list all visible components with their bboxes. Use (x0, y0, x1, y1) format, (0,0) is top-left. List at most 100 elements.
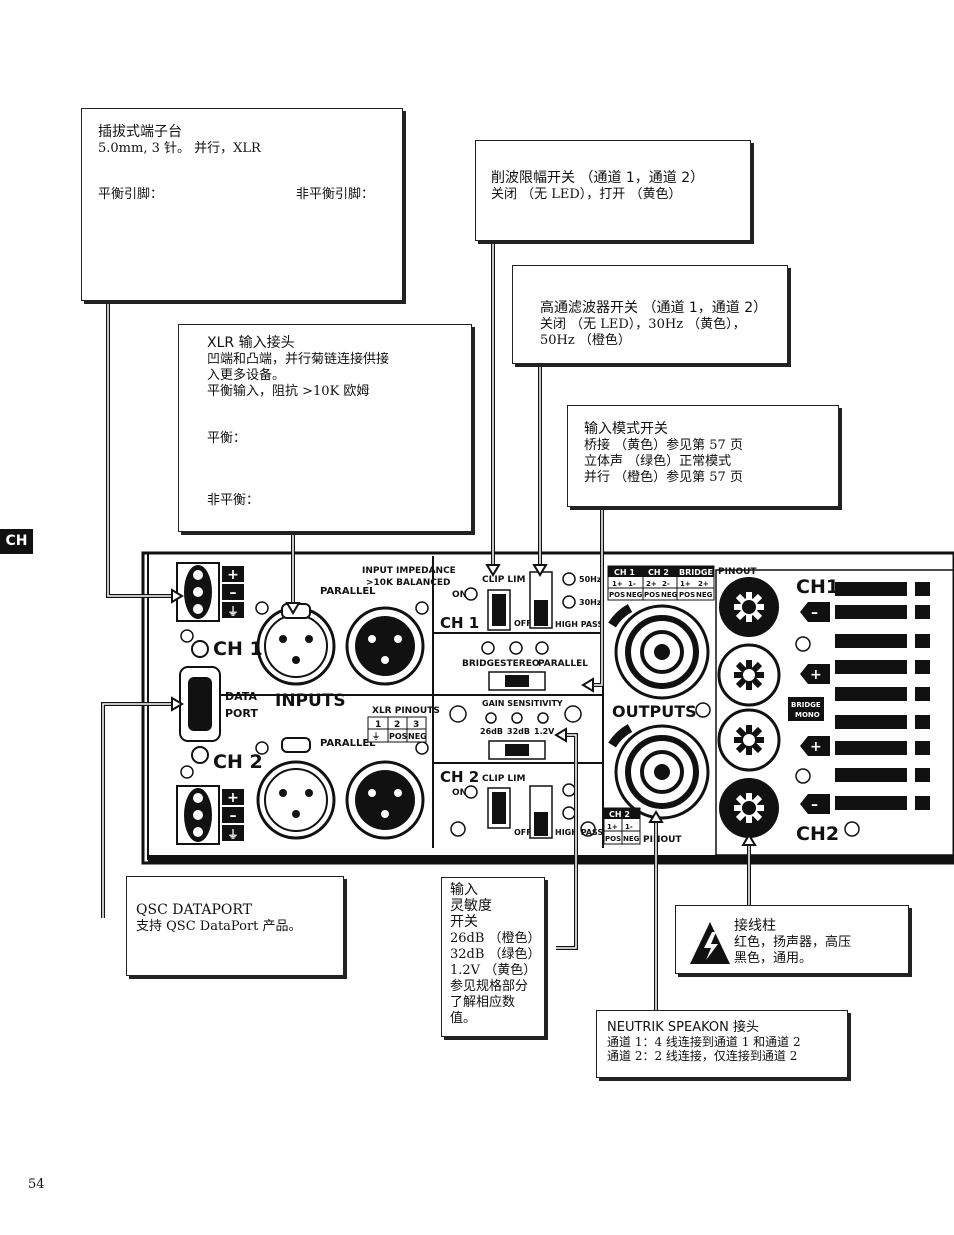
speakon-pinout-table: CH 1 CH 2 BRIDGE 1+ 1- 2+ 2- 1+ 2+ POS N… (607, 565, 757, 601)
sens-line4: 参见规格部分 (450, 979, 529, 994)
mode-line2: 立体声 （绿色）正常模式 (584, 454, 732, 469)
callout-dataport: QSC DATAPORT 支持 QSC DataPort 产品。 (126, 876, 344, 976)
leader-lines-inner (102, 240, 750, 1012)
svg-text:2-: 2- (662, 580, 670, 588)
polarity-tags (800, 582, 930, 814)
warning-icon (690, 922, 730, 964)
sens-title-1: 输入 (450, 882, 478, 898)
svg-text:1: 1 (375, 720, 381, 730)
switch-highpass-1[interactable] (529, 571, 553, 629)
label-on-1: ON (452, 590, 467, 600)
sens-line1: 26dB （橙色） (450, 931, 541, 946)
binding-title: 接线柱 (734, 918, 776, 934)
svg-text:+: + (227, 567, 239, 583)
page-number: 54 (28, 1177, 45, 1192)
callout-terminal-block: 插拔式端子台 5.0mm, 3 针。 并行，XLR 平衡引脚： 非平衡引脚： (81, 108, 403, 301)
clip-line1: 关闭 （无 LED），打开 （黄色） (491, 187, 682, 202)
mode-leds (481, 641, 549, 655)
label-ch1-right: CH1 (796, 576, 839, 598)
callout-binding-posts: 接线柱 红色，扬声器，高压 黑色，通用。 (675, 905, 909, 974)
switch-highpass-2[interactable] (529, 785, 553, 839)
sens-line3: 1.2V （黄色） (450, 963, 537, 978)
label-ch1-controls: CH 1 (440, 614, 479, 632)
svg-text:⏚: ⏚ (228, 828, 239, 841)
sens-title-3: 开关 (450, 914, 478, 930)
sens-line2: 32dB （绿色） (450, 947, 541, 962)
svg-text:POS: POS (389, 732, 408, 741)
mode-line3: 并行 （橙色）参见第 57 页 (584, 470, 743, 485)
svg-text:–: – (811, 797, 818, 813)
dataport-line1: 支持 QSC DataPort 产品。 (136, 919, 302, 934)
label-ch2-right: CH2 (796, 823, 839, 845)
switch-gain-sensitivity[interactable] (488, 740, 546, 760)
terminal-title: 插拔式端子台 (98, 124, 182, 140)
terminal-line1: 5.0mm, 3 针。 并行，XLR (98, 141, 261, 156)
xlr-female-ch1[interactable] (256, 603, 336, 686)
label-ch1: CH 1 (213, 638, 263, 660)
label-highpass-1: HIGH PASS (555, 620, 603, 629)
xlr-male-ch1[interactable] (345, 606, 425, 686)
terminal-balanced-label: 平衡引脚： (98, 187, 164, 202)
binding-posts[interactable] (717, 577, 781, 838)
callout-gain-sensitivity: 输入 灵敏度 开关 26dB （橙色） 32dB （绿色） 1.2V （黄色） … (441, 877, 545, 1037)
xlr-male-ch2[interactable] (345, 760, 425, 840)
svg-text:POS: POS (679, 591, 695, 599)
led-clip-2 (464, 785, 478, 799)
label-32db: 32dB (507, 727, 530, 736)
mode-line1: 桥接 （黄色）参见第 57 页 (584, 438, 743, 453)
svg-text:1+: 1+ (680, 580, 691, 588)
svg-text:NEG: NEG (623, 835, 640, 843)
svg-text:1-: 1- (625, 823, 633, 831)
gain-leds (485, 712, 549, 724)
terminal-block-ch2[interactable]: + – ⏚ (176, 785, 244, 845)
label-off-1: OFF (514, 619, 532, 628)
xlr-line3: 平衡输入，阻抗 >10K 欧姆 (207, 384, 370, 399)
svg-text:CH 2: CH 2 (609, 810, 630, 819)
xlr-pinout-table: 1 2 3 ⏚ POS NEG (367, 716, 427, 743)
callout-highpass: 高通滤波器开关 （通道 1，通道 2） 关闭 （无 LED），30Hz （黄色）… (512, 265, 788, 364)
dataport-title: QSC DATAPORT (136, 902, 253, 918)
svg-text:1+: 1+ (607, 823, 618, 831)
svg-text:NEG: NEG (696, 591, 713, 599)
switch-clip-1[interactable] (487, 589, 511, 631)
callout-speakon: NEUTRIK SPEAKON 接头 通道 1：4 线连接到通道 1 和通道 2… (596, 1010, 848, 1078)
label-30hz-1: 30Hz (579, 598, 602, 607)
terminal-block-ch1[interactable]: + – ⏚ (176, 562, 244, 622)
speakon-ch1[interactable] (608, 604, 710, 700)
xlr-unbalanced-label: 非平衡： (207, 493, 260, 508)
label-clip-lim-2: CLIP LIM (482, 774, 526, 784)
speakon-pinout-table-ch2: CH 2 1+ 1- POS NEG PINOUT (603, 807, 682, 845)
svg-text:2+: 2+ (646, 580, 657, 588)
svg-text:MONO: MONO (795, 711, 820, 719)
switch-input-mode[interactable] (488, 671, 546, 691)
label-outputs: OUTPUTS (612, 702, 697, 721)
xlr-line2: 入更多设备。 (207, 368, 286, 383)
svg-text:2+: 2+ (698, 580, 709, 588)
svg-text:CH 2: CH 2 (648, 568, 669, 577)
xlr-balanced-label: 平衡： (207, 431, 247, 446)
led-30hz-1 (562, 595, 576, 609)
label-clip-lim-1: CLIP LIM (482, 575, 526, 585)
label-ch2-controls: CH 2 (440, 768, 479, 786)
svg-text:POS: POS (609, 591, 625, 599)
led-50hz-2 (562, 783, 576, 797)
callout-clip-limiter: 削波限幅开关 （通道 1，通道 2） 关闭 （无 LED），打开 （黄色） (475, 140, 751, 241)
label-50hz-1: 50Hz (579, 575, 602, 584)
svg-text:PINOUT: PINOUT (643, 835, 682, 845)
switch-clip-2[interactable] (487, 787, 511, 829)
svg-text:+: + (227, 790, 239, 806)
speakon-line1: 通道 1：4 线连接到通道 1 和通道 2 (607, 1035, 801, 1049)
label-parallel-2: PARALLEL (320, 738, 376, 749)
xlr-female-ch2[interactable] (256, 737, 336, 840)
leader-arrowheads (171, 564, 757, 846)
callout-input-mode: 输入模式开关 桥接 （黄色）参见第 57 页 立体声 （绿色）正常模式 并行 （… (567, 405, 839, 507)
svg-text:–: – (230, 585, 237, 601)
svg-text:BRIDGE: BRIDGE (791, 701, 821, 709)
data-port[interactable] (179, 640, 221, 764)
callout-xlr: XLR 输入接头 凹端和凸端，并行菊链连接供接 入更多设备。 平衡输入，阻抗 >… (178, 324, 472, 532)
speakon-ch2[interactable] (608, 724, 710, 820)
polarity-signs: – + + – (810, 605, 822, 813)
label-on-2: ON (452, 788, 467, 798)
svg-text:PINOUT: PINOUT (718, 567, 757, 577)
svg-text:+: + (810, 739, 822, 755)
